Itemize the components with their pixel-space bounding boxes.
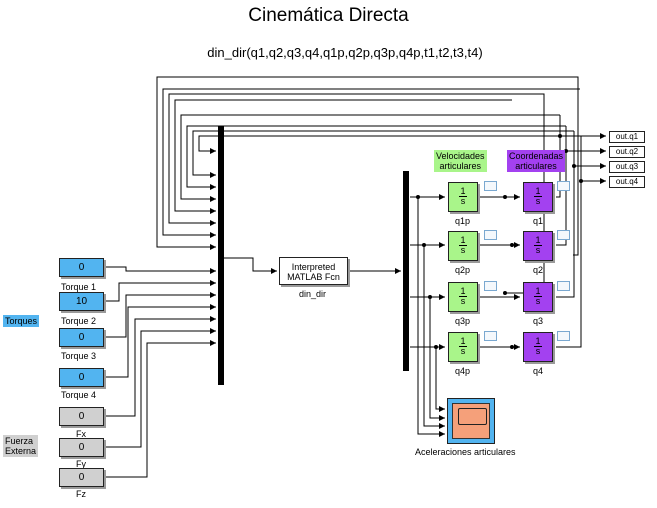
fcn-label: din_dir: [299, 289, 327, 299]
fraction-bar: [534, 245, 542, 246]
integrator-numerator: 1: [460, 336, 466, 346]
velocidades-line2: articulares: [439, 161, 482, 171]
mux-block[interactable]: [218, 126, 224, 385]
fuerza-line1: Fuerza: [5, 436, 34, 446]
integrator-numerator: 1: [460, 286, 466, 296]
integrator-numerator: 1: [535, 186, 541, 196]
torque2-label: Torque 2: [61, 316, 97, 326]
integrator-q4[interactable]: 1 s: [523, 332, 553, 362]
integrator-q3p-label: q3p: [455, 316, 471, 326]
integrator-numerator: 1: [535, 235, 541, 245]
integrator-denominator: s: [460, 296, 466, 306]
outport-q4[interactable]: out.q4: [609, 176, 645, 188]
outport-q1[interactable]: out.q1: [609, 131, 645, 143]
torques-annotation[interactable]: Torques: [3, 315, 40, 327]
fx-label: Fx: [76, 429, 86, 439]
integrator-q4p-label: q4p: [455, 366, 471, 376]
integrator-numerator: 1: [535, 336, 541, 346]
velocidades-line1: Velocidades: [436, 151, 485, 161]
fy-label: Fy: [76, 459, 86, 469]
signal-viewer-icon[interactable]: [484, 331, 497, 341]
fz-constant[interactable]: 0: [59, 468, 104, 487]
integrator-q2[interactable]: 1 s: [523, 231, 553, 261]
integrator-denominator: s: [535, 296, 541, 306]
integrator-numerator: 1: [460, 235, 466, 245]
integrator-q1-label: q1: [533, 216, 544, 226]
fy-constant[interactable]: 0: [59, 438, 104, 457]
scope-block[interactable]: [447, 398, 495, 444]
torque2-constant[interactable]: 10: [59, 292, 104, 311]
torque3-constant[interactable]: 0: [59, 328, 104, 347]
fcn-line2: MATLAB Fcn: [287, 272, 340, 282]
outport-q2[interactable]: out.q2: [609, 146, 645, 158]
signal-viewer-icon[interactable]: [557, 281, 570, 291]
integrator-q2p-label: q2p: [455, 265, 471, 275]
fraction-bar: [534, 196, 542, 197]
scope-label: Aceleraciones articulares: [415, 447, 516, 457]
integrator-denominator: s: [535, 196, 541, 206]
coordenadas-line2: articulares: [515, 161, 557, 171]
scope-screen-icon: [452, 403, 490, 439]
fraction-bar: [459, 196, 467, 197]
signal-viewer-icon[interactable]: [484, 230, 497, 240]
fx-constant[interactable]: 0: [59, 407, 104, 426]
demux-block[interactable]: [403, 171, 409, 371]
fraction-bar: [534, 296, 542, 297]
velocidades-annotation[interactable]: Velocidades articulares: [434, 150, 487, 172]
fraction-bar: [459, 245, 467, 246]
fz-label: Fz: [76, 489, 86, 499]
torques-annotation-text: Torques: [5, 316, 38, 326]
fraction-bar: [459, 346, 467, 347]
torque1-label: Torque 1: [61, 282, 97, 292]
scope-display-icon: [458, 408, 487, 425]
model-title: Cinemática Directa: [248, 5, 409, 26]
integrator-numerator: 1: [460, 186, 466, 196]
integrator-numerator: 1: [535, 286, 541, 296]
signal-viewer-icon[interactable]: [557, 331, 570, 341]
fcn-line1: Interpreted: [291, 262, 336, 272]
integrator-denominator: s: [460, 245, 466, 255]
interpreted-matlab-fcn-block[interactable]: Interpreted MATLAB Fcn: [279, 257, 348, 285]
integrator-denominator: s: [535, 245, 541, 255]
torque4-constant[interactable]: 0: [59, 368, 104, 387]
outport-q3[interactable]: out.q3: [609, 161, 645, 173]
integrator-q3p[interactable]: 1 s: [448, 282, 478, 312]
integrator-q1p[interactable]: 1 s: [448, 182, 478, 212]
integrator-q2-label: q2: [533, 265, 544, 275]
coordenadas-line1: Coordenadas: [509, 151, 564, 161]
fraction-bar: [534, 346, 542, 347]
signal-viewer-icon[interactable]: [557, 181, 570, 191]
integrator-denominator: s: [460, 346, 466, 356]
coordenadas-annotation[interactable]: Coordenadas articulares: [507, 150, 566, 172]
signal-viewer-icon[interactable]: [557, 230, 570, 240]
torque3-label: Torque 3: [61, 351, 97, 361]
integrator-q2p[interactable]: 1 s: [448, 231, 478, 261]
fuerza-line2: Externa: [5, 446, 37, 456]
torque1-constant[interactable]: 0: [59, 258, 104, 277]
integrator-q1[interactable]: 1 s: [523, 182, 553, 212]
integrator-q1p-label: q1p: [455, 216, 471, 226]
integrator-denominator: s: [535, 346, 541, 356]
fraction-bar: [459, 296, 467, 297]
torque4-label: Torque 4: [61, 390, 97, 400]
integrator-denominator: s: [460, 196, 466, 206]
signal-viewer-icon[interactable]: [484, 181, 497, 191]
integrator-q3-label: q3: [533, 316, 544, 326]
signal-viewer-icon[interactable]: [484, 281, 497, 291]
integrator-q4-label: q4: [533, 366, 544, 376]
model-subtitle: din_dir(q1,q2,q3,q4,q1p,q2p,q3p,q4p,t1,t…: [207, 45, 483, 60]
integrator-q4p[interactable]: 1 s: [448, 332, 478, 362]
integrator-q3[interactable]: 1 s: [523, 282, 553, 312]
fuerza-externa-annotation[interactable]: Fuerza Externa: [3, 435, 39, 457]
